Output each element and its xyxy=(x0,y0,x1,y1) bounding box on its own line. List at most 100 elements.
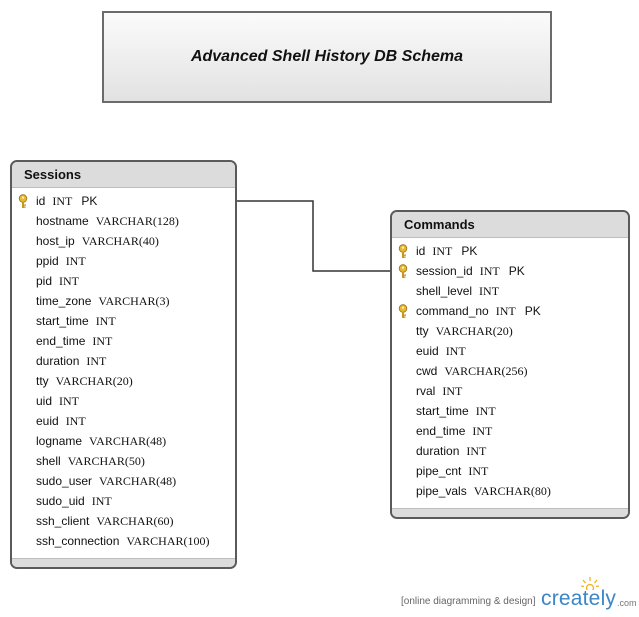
field-name: duration xyxy=(36,354,80,368)
field-name: pipe_cnt xyxy=(416,464,462,478)
field-row[interactable]: host_ip VARCHAR(40) xyxy=(12,231,235,251)
field-type: INT xyxy=(475,404,496,418)
field-type: VARCHAR(3) xyxy=(98,294,170,308)
field-name: shell_level xyxy=(416,284,473,298)
field-row[interactable]: end_time INT xyxy=(12,331,235,351)
branding-suffix: .com xyxy=(617,598,637,608)
field-type: VARCHAR(50) xyxy=(67,454,145,468)
field-name: euid xyxy=(36,414,59,428)
field-type: INT xyxy=(52,194,73,208)
field-type: INT xyxy=(65,254,86,268)
field-name: hostname xyxy=(36,214,89,228)
field-name: sudo_uid xyxy=(36,494,85,508)
field-row[interactable]: logname VARCHAR(48) xyxy=(12,431,235,451)
field-type: INT xyxy=(86,354,107,368)
field-name: session_id xyxy=(416,264,473,278)
sun-icon xyxy=(580,577,600,590)
key-icon xyxy=(397,304,409,319)
field-row[interactable]: shell_level INT xyxy=(392,281,628,301)
primary-key-label: PK xyxy=(461,244,478,258)
field-row[interactable]: cwd VARCHAR(256) xyxy=(392,361,628,381)
entity-footer xyxy=(12,558,235,567)
diagram-title: Advanced Shell History DB Schema xyxy=(190,48,464,65)
diagram-title-box: Advanced Shell History DB Schema xyxy=(102,11,552,103)
field-row[interactable]: pipe_vals VARCHAR(80) xyxy=(392,481,628,501)
key-icon xyxy=(397,264,409,279)
field-row[interactable]: duration INT xyxy=(12,351,235,371)
field-row[interactable]: ssh_client VARCHAR(60) xyxy=(12,511,235,531)
field-type: INT xyxy=(495,304,516,318)
field-name: host_ip xyxy=(36,234,75,248)
branding-logo: creately xyxy=(541,587,617,610)
field-name: logname xyxy=(36,434,83,448)
field-type: VARCHAR(48) xyxy=(89,434,167,448)
field-type: INT xyxy=(65,414,86,428)
field-name: shell xyxy=(36,454,61,468)
field-type: INT xyxy=(432,244,453,258)
field-row[interactable]: duration INT xyxy=(392,441,628,461)
entity-header: Sessions xyxy=(12,162,235,188)
creately-branding: [online diagramming & design] creately .… xyxy=(398,577,638,614)
field-name: command_no xyxy=(416,304,489,318)
field-name: end_time xyxy=(36,334,86,348)
field-type: INT xyxy=(95,314,116,328)
field-type: INT xyxy=(479,264,500,278)
field-row[interactable]: euid INT xyxy=(12,411,235,431)
field-row[interactable]: shell VARCHAR(50) xyxy=(12,451,235,471)
field-name: rval xyxy=(416,384,436,398)
field-type: INT xyxy=(59,394,80,408)
field-name: ssh_client xyxy=(36,514,90,528)
field-type: INT xyxy=(92,334,113,348)
field-name: id xyxy=(416,244,426,258)
field-name: tty xyxy=(416,324,429,338)
field-type: INT xyxy=(479,284,500,298)
key-icon xyxy=(17,194,29,209)
field-name: duration xyxy=(416,444,460,458)
field-name: sudo_user xyxy=(36,474,93,488)
primary-key-label: PK xyxy=(524,304,541,318)
branding-note: [online diagramming & design] xyxy=(401,596,536,607)
key-icon xyxy=(397,244,409,259)
entity-footer xyxy=(392,508,628,517)
field-type: VARCHAR(80) xyxy=(473,484,551,498)
field-type: INT xyxy=(466,444,487,458)
field-type: VARCHAR(100) xyxy=(126,534,210,548)
field-type: VARCHAR(60) xyxy=(96,514,174,528)
field-name: cwd xyxy=(416,364,438,378)
field-row[interactable]: id INT PK xyxy=(392,241,628,261)
field-name: time_zone xyxy=(36,294,92,308)
field-row[interactable]: session_id INT PK xyxy=(392,261,628,281)
field-type: VARCHAR(256) xyxy=(444,364,528,378)
field-row[interactable]: time_zone VARCHAR(3) xyxy=(12,291,235,311)
field-name: id xyxy=(36,194,46,208)
field-row[interactable]: start_time INT xyxy=(392,401,628,421)
field-name: start_time xyxy=(416,404,469,418)
field-type: INT xyxy=(445,344,466,358)
field-type: VARCHAR(48) xyxy=(99,474,177,488)
primary-key-label: PK xyxy=(508,264,525,278)
field-type: VARCHAR(40) xyxy=(81,234,159,248)
entity-header: Commands xyxy=(392,212,628,238)
field-name: pipe_vals xyxy=(416,484,467,498)
field-row[interactable]: sudo_user VARCHAR(48) xyxy=(12,471,235,491)
field-row[interactable]: command_no INT PK xyxy=(392,301,628,321)
